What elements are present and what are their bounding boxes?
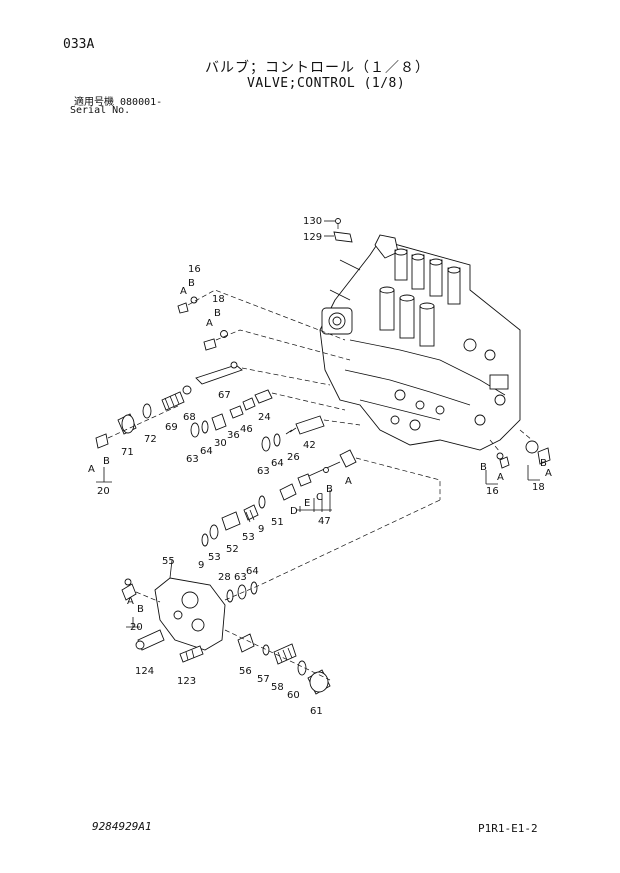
callout-68: 68 <box>183 412 196 423</box>
serial-label-japanese: 適用号機 080001- <box>74 97 163 108</box>
callout-63: 63 <box>234 572 247 583</box>
callout-58: 58 <box>271 682 284 693</box>
callout-E: E <box>304 498 310 509</box>
callout-47: 47 <box>318 516 331 527</box>
callout-69: 69 <box>165 422 178 433</box>
callout-A: A <box>206 318 213 329</box>
callout-9: 9 <box>258 524 264 535</box>
callout-129: 129 <box>303 232 322 243</box>
callout-51: 51 <box>271 517 284 528</box>
upper-left-parts <box>95 289 351 449</box>
callout-B: B <box>326 484 333 495</box>
callout-61: 61 <box>310 706 323 717</box>
valve-body <box>319 234 521 451</box>
callout-28: 28 <box>218 572 231 583</box>
callout-55: 55 <box>162 556 175 567</box>
callout-A: A <box>497 472 504 483</box>
callout-B: B <box>480 462 487 473</box>
page-title: VALVE;CONTROL (1/8) <box>247 76 406 91</box>
middle-parts <box>190 389 361 452</box>
serial-label: Serial No. <box>70 105 131 116</box>
callout-20: 20 <box>130 622 143 633</box>
callout-36: 36 <box>227 430 240 441</box>
callout-9: 9 <box>198 560 204 571</box>
callout-A: A <box>180 286 187 297</box>
callout-30: 30 <box>214 438 227 449</box>
callout-B: B <box>214 308 221 319</box>
page-reference: P1R1-E1-2 <box>478 822 538 835</box>
callout-53: 53 <box>208 552 221 563</box>
page-code: 033A <box>63 37 95 52</box>
callout-C: C <box>316 492 323 503</box>
callout-57: 57 <box>257 674 270 685</box>
callout-64: 64 <box>200 446 213 457</box>
right-parts <box>489 429 551 469</box>
callout-B: B <box>103 456 110 467</box>
callout-18: 18 <box>532 482 545 493</box>
callout-56: 56 <box>239 666 252 677</box>
callout-64: 64 <box>246 566 259 577</box>
callout-16: 16 <box>486 486 499 497</box>
callout-A: A <box>88 464 95 475</box>
callout-71: 71 <box>121 447 134 458</box>
callout-26: 26 <box>287 452 300 463</box>
callout-A: A <box>127 596 134 607</box>
callout-B: B <box>137 604 144 615</box>
callout-60: 60 <box>287 690 300 701</box>
callout-53: 53 <box>242 532 255 543</box>
callout-18: 18 <box>212 294 225 305</box>
leader-lines <box>96 465 540 628</box>
callout-72: 72 <box>144 434 157 445</box>
callout-B: B <box>540 458 547 469</box>
callout-20: 20 <box>97 486 110 497</box>
callout-123: 123 <box>177 676 196 687</box>
callout-124: 124 <box>135 666 154 677</box>
callout-46: 46 <box>240 424 253 435</box>
lower-middle-parts <box>201 449 441 547</box>
callout-24: 24 <box>258 412 271 423</box>
lower-cover-parts <box>121 499 441 695</box>
callout-B: B <box>188 278 195 289</box>
callout-42: 42 <box>303 440 316 451</box>
callout-52: 52 <box>226 544 239 555</box>
callout-D: D <box>290 506 298 517</box>
callout-A: A <box>345 476 352 487</box>
part-130-129 <box>324 218 353 243</box>
callout-labels: 130 129 16 A B 18 A B 67 69 72 71 68 24 … <box>88 216 552 717</box>
document-number: 9284929A1 <box>92 820 152 833</box>
callout-63: 63 <box>186 454 199 465</box>
callout-64: 64 <box>271 458 284 469</box>
callout-16: 16 <box>188 264 201 275</box>
page-title-japanese: バルブ；コントロール（１／８） <box>205 60 430 76</box>
callout-A: A <box>545 468 552 479</box>
callout-130: 130 <box>303 216 322 227</box>
callout-67: 67 <box>218 390 231 401</box>
callout-63: 63 <box>257 466 270 477</box>
